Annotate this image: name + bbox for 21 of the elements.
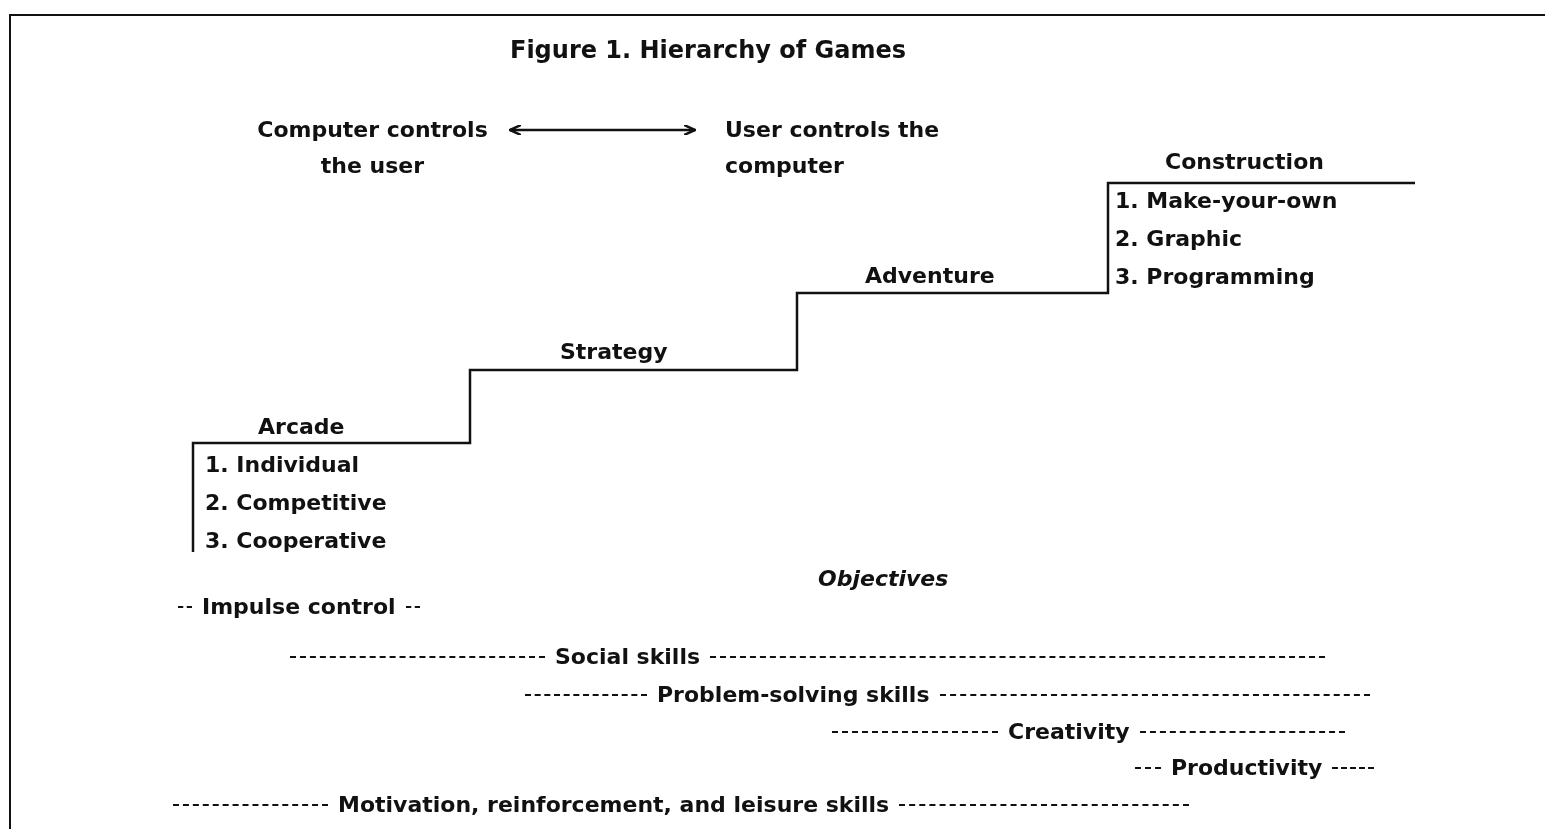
- step-label: Arcade: [258, 413, 345, 441]
- list-item: 2. Graphic: [1115, 225, 1243, 253]
- step-label: Construction: [1165, 148, 1324, 176]
- double-headed-arrow: [508, 123, 697, 137]
- node-text: Computer controls the user: [250, 112, 495, 184]
- objective-text: Problem-solving skills: [657, 681, 930, 709]
- objective-text: Creativity: [1008, 718, 1130, 746]
- list-item: 3. Cooperative: [205, 527, 387, 555]
- list-item: 1. Individual: [205, 451, 360, 479]
- objective-text: Motivation, reinforcement, and leisure skills: [338, 791, 890, 819]
- objective-text: Social skills: [555, 643, 701, 671]
- objective-text: Impulse control: [202, 593, 396, 621]
- list-item: 2. Competitive: [205, 489, 387, 517]
- figure-title: Figure 1. Hierarchy of Games: [510, 36, 907, 64]
- step-label: Strategy: [560, 338, 668, 366]
- list-item: 1. Make-your-own: [1115, 187, 1338, 215]
- list-item: 3. Programming: [1115, 263, 1315, 291]
- node-text: User controls the computer: [725, 112, 975, 184]
- objective-text: Productivity: [1171, 754, 1323, 782]
- step-label: Adventure: [865, 262, 995, 290]
- section-heading: Objectives: [818, 565, 949, 593]
